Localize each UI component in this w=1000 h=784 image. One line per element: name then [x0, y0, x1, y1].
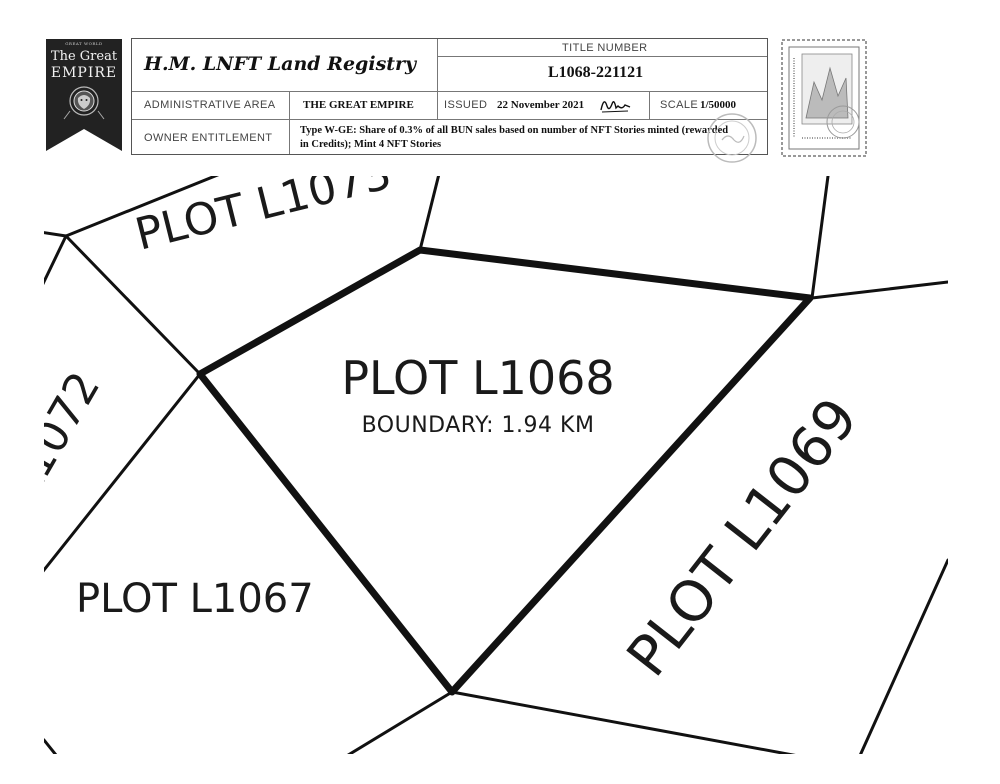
boundary-l1069-top: [810, 176, 830, 300]
badge-small-text: GREAT WORLD: [65, 41, 103, 46]
title-number-label: TITLE NUMBER: [562, 42, 648, 54]
scale-label: SCALE: [660, 99, 699, 111]
issued-label: ISSUED: [444, 99, 488, 111]
plot-l1068-boundary-text: BOUNDARY: 1.94 KM: [362, 413, 595, 438]
postage-stamp-icon: [781, 39, 867, 157]
boundary-l1069-far: [859, 558, 948, 754]
plot-l1067-label: PLOT L1067: [76, 576, 314, 622]
issued-date: 22 November 2021: [497, 99, 585, 111]
boundary-l1072-outer: [44, 234, 68, 286]
boundary-l1067-bottom: [44, 738, 58, 754]
owner-entitlement-label: OWNER ENTITLEMENT: [144, 132, 273, 144]
admin-area-label: ADMINISTRATIVE AREA: [144, 99, 276, 111]
boundary-l1073-right: [418, 176, 441, 252]
boundary-bottom-right: [450, 690, 796, 754]
badge-line-2: EMPIRE: [50, 65, 118, 81]
badge-line-1: The Great: [50, 49, 118, 64]
plot-l1068-boundary: [196, 246, 814, 696]
plot-l1068-label: PLOT L1068: [341, 351, 614, 405]
boundary-l1073-left: [64, 234, 202, 376]
admin-area-value: THE GREAT EMPIRE: [303, 99, 414, 111]
scale-value: 1/50000: [700, 99, 737, 111]
official-seal-icon: [707, 113, 757, 163]
boundary-l1072-inner: [44, 372, 202, 573]
owner-entitlement-text: Type W-GE: Share of 0.3% of all BUN sale…: [300, 125, 729, 150]
boundary-bottom-left: [346, 690, 454, 754]
title-number: L1068-221121: [548, 64, 644, 81]
plot-l1069-label: PLOT L1069: [615, 386, 871, 688]
signature-icon: [600, 101, 631, 113]
registry-title: H.M. LNFT Land Registry: [144, 53, 417, 75]
plot-l1073-label: PLOT L1073: [130, 148, 396, 261]
empire-badge: GREAT WORLD The Great EMPIRE: [46, 39, 122, 151]
lion-crest-icon: [63, 86, 105, 120]
registry-table: H.M. LNFT Land Registry TITLE NUMBER L10…: [131, 38, 768, 155]
boundary-l1069-right: [810, 280, 948, 300]
